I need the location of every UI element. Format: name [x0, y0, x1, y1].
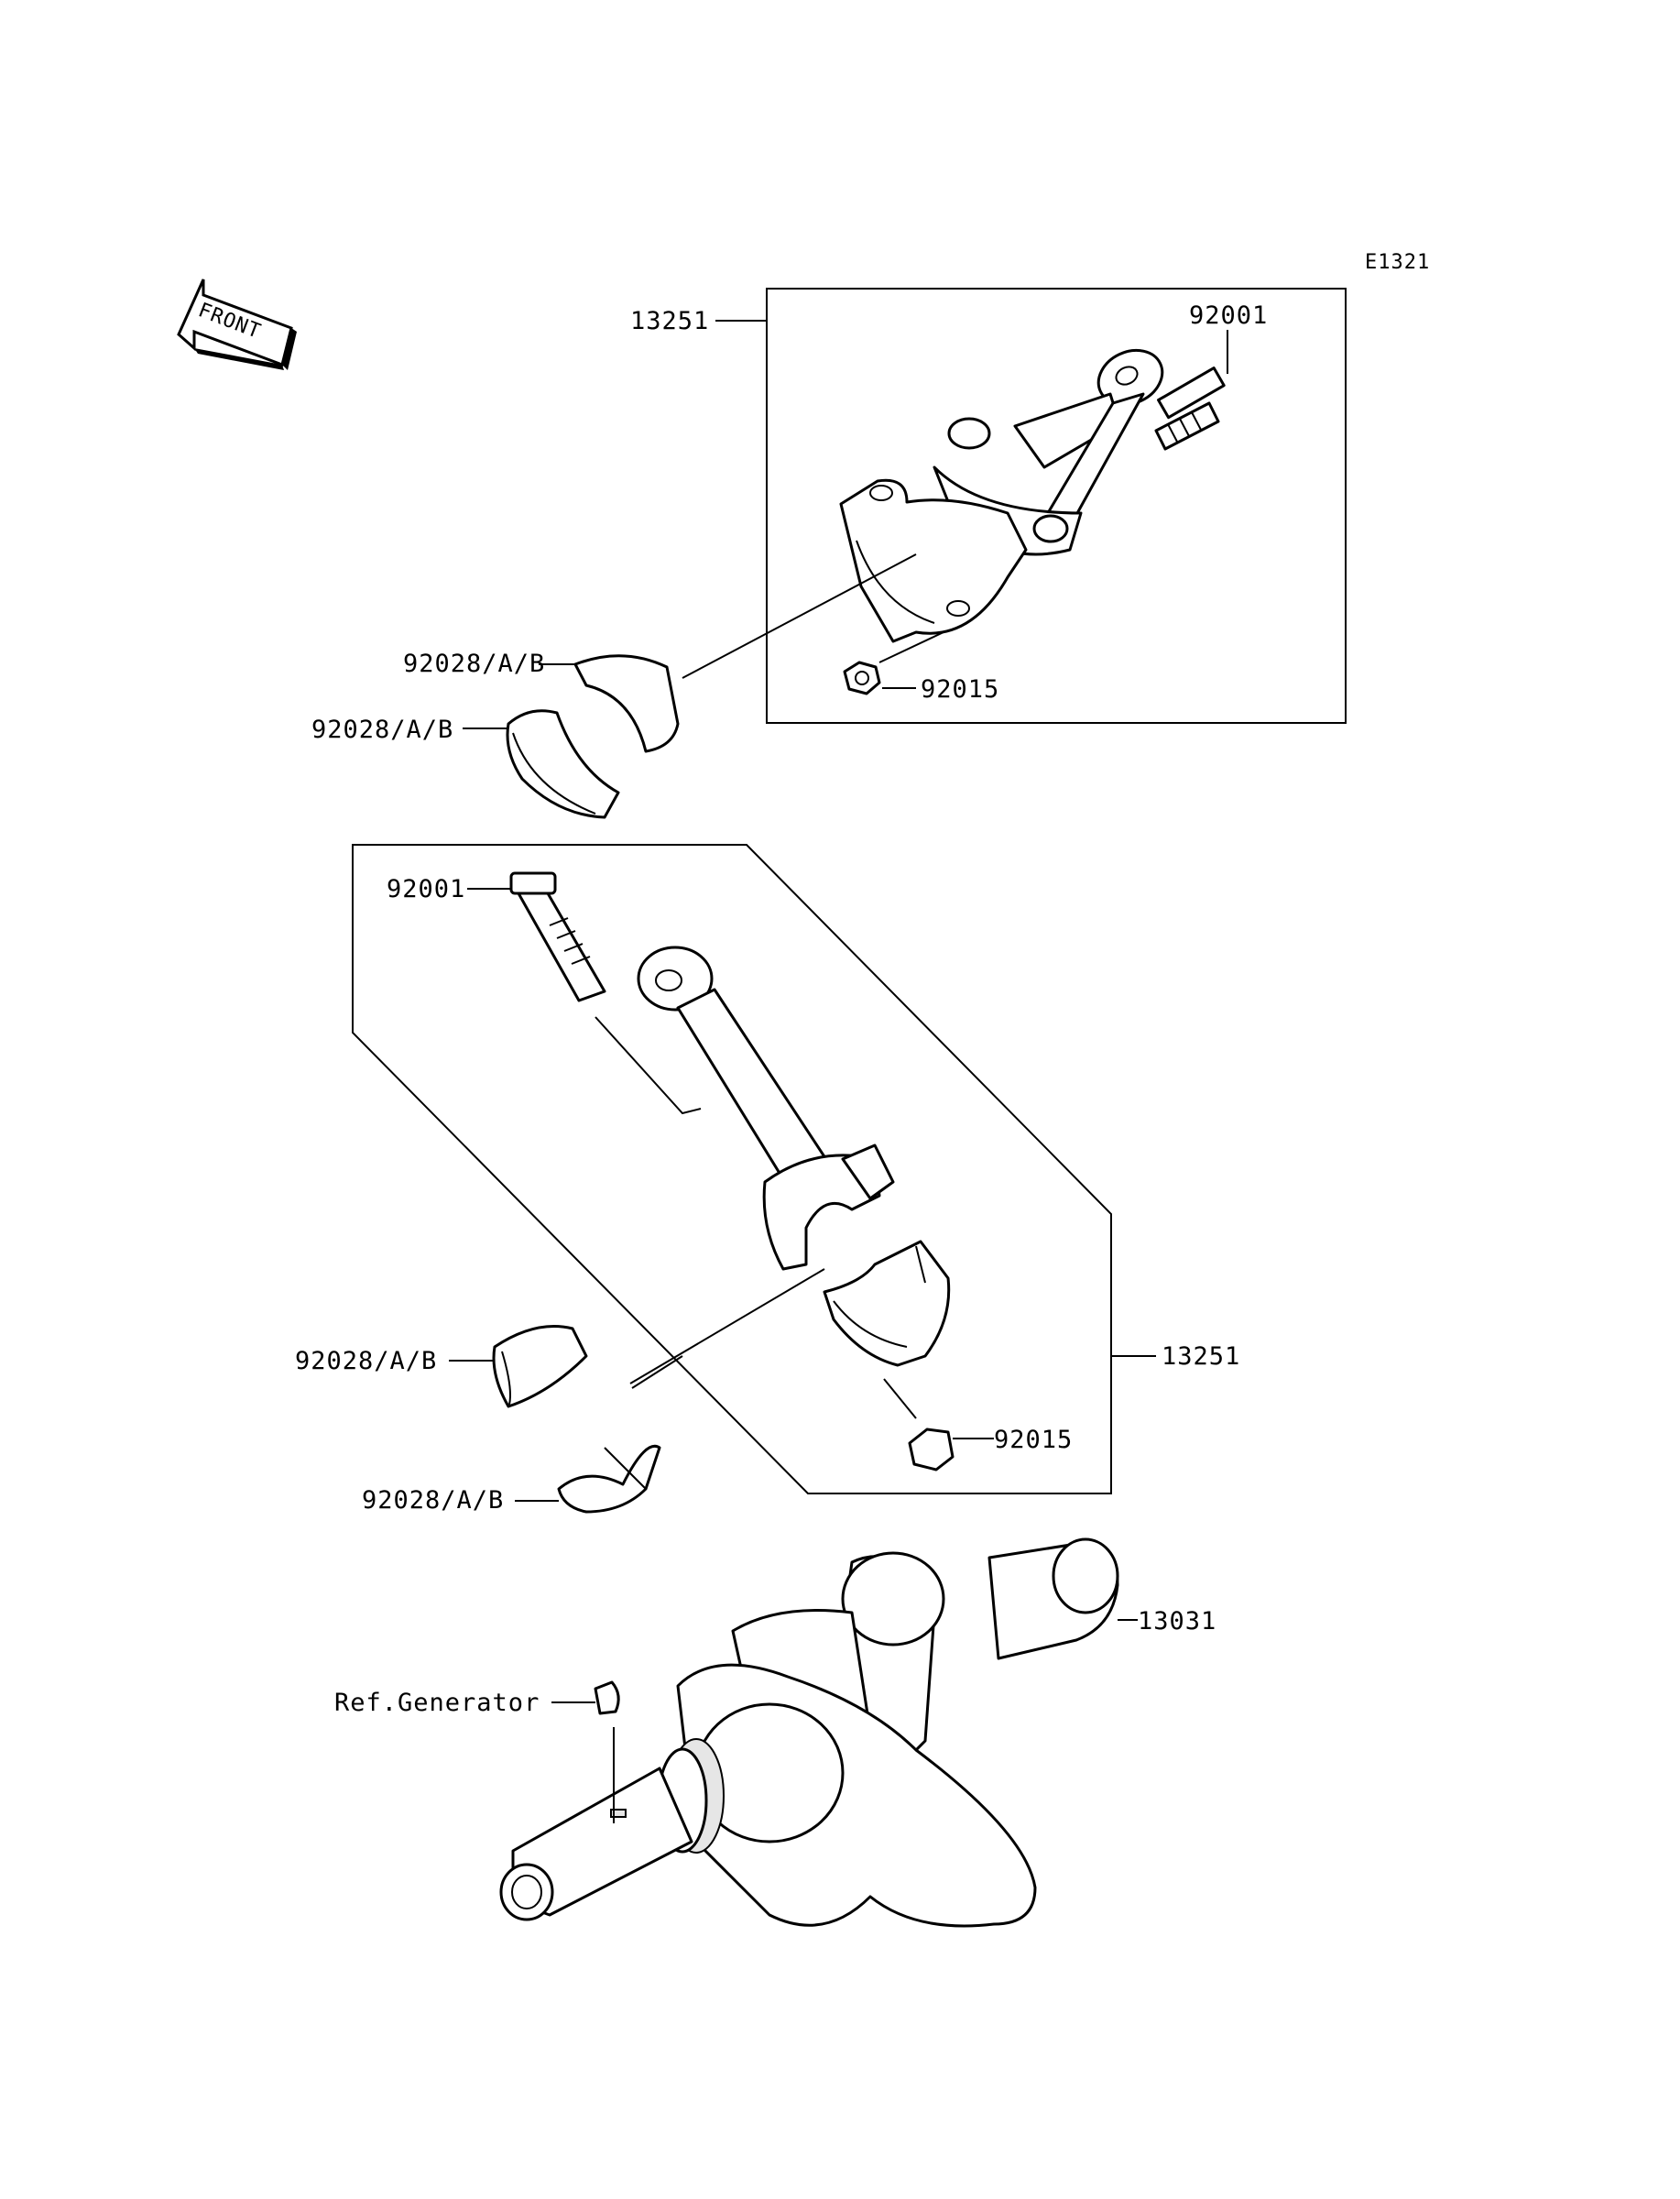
label-upper-bearing-1: 92028/A/B — [403, 650, 545, 678]
lower-rod-cap — [823, 1240, 951, 1367]
lower-bolt — [509, 871, 606, 1002]
label-lower-bearing-2: 92028/A/B — [362, 1486, 504, 1515]
upper-rod-cap — [839, 478, 1028, 643]
crankshaft — [499, 1537, 1119, 1928]
label-upper-rod-assembly: 13251 — [630, 307, 709, 335]
label-crankshaft: 13031 — [1138, 1607, 1216, 1636]
label-woodruff-key: Ref.Generator — [334, 1689, 540, 1717]
front-arrow-icon: FRONT — [177, 279, 297, 370]
upper-bearing-shell-1 — [573, 654, 680, 753]
label-upper-bearing-2: 92028/A/B — [311, 716, 453, 744]
upper-nut — [843, 661, 881, 695]
label-upper-nut: 92015 — [921, 675, 999, 704]
lower-assembly-box — [352, 844, 1112, 1494]
lower-bearing-shell-2 — [557, 1445, 661, 1514]
lower-connecting-rod — [637, 946, 895, 1271]
label-lower-bearing-1: 92028/A/B — [295, 1347, 437, 1375]
upper-bolt — [1154, 366, 1226, 451]
label-upper-bolt: 92001 — [1189, 301, 1268, 330]
upper-connecting-rod — [933, 348, 1164, 556]
woodruff-key — [594, 1680, 620, 1715]
upper-assembly-box — [766, 288, 1347, 724]
lower-bearing-shell-1 — [492, 1325, 588, 1408]
lower-nut — [908, 1428, 955, 1471]
label-lower-rod-assembly: 13251 — [1162, 1342, 1240, 1371]
upper-bearing-shell-2 — [506, 709, 620, 819]
diagram-code: E1321 — [1365, 251, 1430, 274]
label-lower-nut: 92015 — [994, 1426, 1073, 1454]
label-lower-bolt: 92001 — [387, 875, 465, 903]
